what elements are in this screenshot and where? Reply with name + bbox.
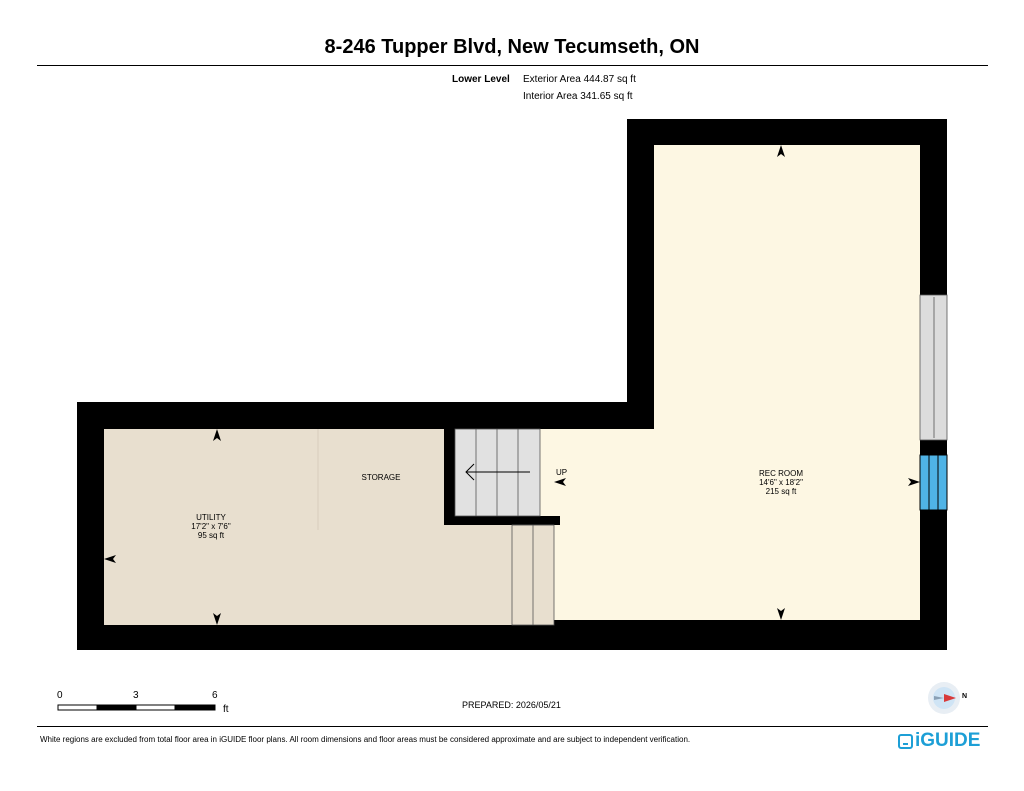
brand-logo: iGUIDE	[898, 730, 980, 752]
exterior-area: Exterior Area 444.87 sq ft	[523, 74, 636, 85]
scale-tick-label: 0	[57, 690, 63, 701]
dimension-arrow-icon	[777, 608, 785, 620]
footer-rule	[37, 726, 988, 727]
rec-room-area: 215 sq ft	[766, 487, 797, 496]
window	[919, 294, 948, 441]
iguide-logo-icon	[898, 733, 913, 749]
rec-room-name: REC ROOM	[759, 469, 803, 478]
utility-dims: 17'2" x 7'6"	[191, 522, 231, 531]
dimension-arrow-icon	[554, 478, 566, 486]
utility-area: 95 sq ft	[198, 531, 225, 540]
scale-tick-label: 3	[133, 690, 139, 701]
dimension-arrow-icon	[213, 613, 221, 625]
stair-arrow-head	[465, 463, 475, 481]
door	[919, 454, 948, 511]
utility-name: UTILITY	[196, 513, 226, 522]
brand-name: iGUIDE	[915, 730, 981, 751]
stairs-up-label: UP	[556, 468, 567, 477]
prepared-date: PREPARED: 2026/05/21	[462, 700, 561, 710]
scale-bar-graphic	[57, 704, 216, 711]
compass: N	[928, 680, 968, 716]
dimension-arrow-icon	[213, 429, 221, 441]
dimension-arrow-icon	[104, 555, 116, 563]
interior-area: Interior Area 341.65 sq ft	[523, 91, 633, 102]
dimension-arrow-icon	[777, 145, 785, 157]
page-title: 8-246 Tupper Blvd, New Tecumseth, ON	[324, 36, 700, 58]
storage-label: STORAGE	[362, 473, 401, 482]
utility-floor	[104, 429, 554, 625]
scale-bar: 0 3 6 ft	[57, 690, 247, 720]
header-rule	[37, 65, 988, 66]
dimension-arrow-icon	[908, 478, 920, 486]
disclaimer: White regions are excluded from total fl…	[40, 735, 691, 744]
rec-room-dims: 14'6" x 18'2"	[759, 478, 803, 487]
compass-north-label: N	[962, 693, 968, 700]
level-label: Lower Level	[452, 74, 510, 85]
rec-room-floor	[540, 145, 920, 620]
compass-icon	[928, 682, 960, 714]
scale-tick-label: 6	[212, 690, 218, 701]
scale-unit: ft	[223, 704, 229, 715]
